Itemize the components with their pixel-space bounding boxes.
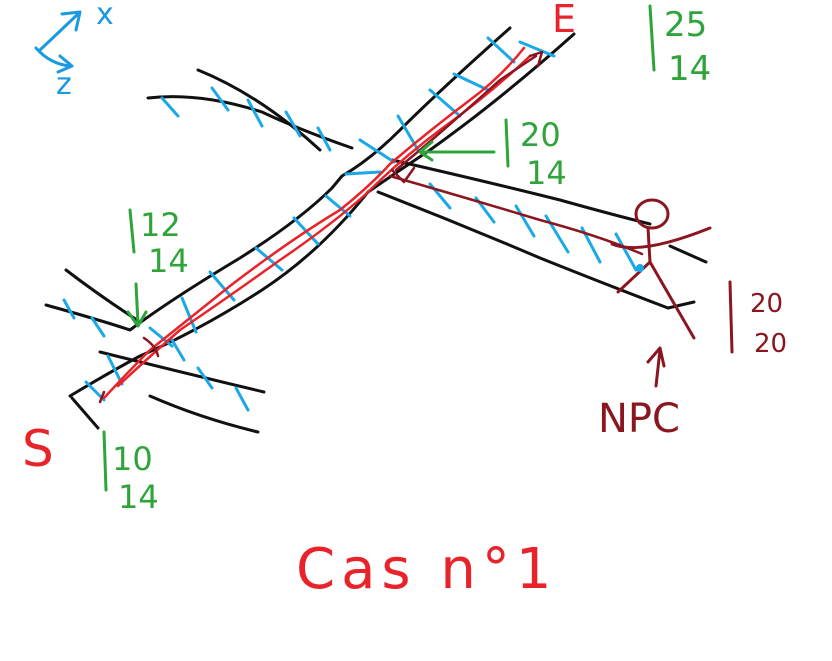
tile-marker bbox=[246, 98, 264, 128]
tile-marker bbox=[148, 326, 174, 348]
tile-marker bbox=[170, 338, 186, 362]
end-coord-bar bbox=[648, 4, 656, 72]
end-coord-x: 25 bbox=[664, 5, 707, 45]
npc-pointer-arrow-icon bbox=[646, 346, 666, 388]
npc-path bbox=[98, 50, 644, 404]
main-corridor-edge-top bbox=[44, 26, 512, 332]
tile-marker bbox=[358, 138, 396, 164]
junction-coord-z: 14 bbox=[526, 154, 567, 192]
tile-marker bbox=[210, 86, 230, 112]
tile-marker bbox=[196, 366, 214, 390]
right-branch-edge-top bbox=[390, 158, 652, 226]
junction-coord-bar bbox=[504, 118, 510, 168]
z-axis-label: z bbox=[56, 67, 72, 102]
corner-coord-x: 12 bbox=[140, 206, 181, 244]
tile-marker bbox=[614, 232, 638, 272]
start-coord-z: 14 bbox=[118, 478, 159, 516]
junction-coord-x: 20 bbox=[520, 116, 561, 154]
right-branch-end bbox=[666, 244, 708, 310]
tile-marker bbox=[180, 296, 198, 334]
tile-marker bbox=[452, 72, 490, 92]
corner-pointer-arrow-icon bbox=[126, 282, 148, 328]
tile-marker bbox=[234, 386, 250, 412]
tile-marker bbox=[324, 194, 352, 218]
tile-marker bbox=[90, 316, 106, 338]
npc-corner-mark bbox=[390, 166, 416, 184]
npc-coord-x: 20 bbox=[750, 289, 783, 319]
left-stub-edge-bottom bbox=[98, 350, 266, 434]
start-coord-x: 10 bbox=[112, 440, 153, 478]
case-title: Cas n°1 bbox=[296, 537, 558, 602]
end-label: E bbox=[552, 0, 576, 41]
npc-figure-icon bbox=[610, 198, 712, 340]
right-branch-edge-bottom bbox=[376, 190, 670, 310]
tile-marker bbox=[518, 40, 556, 58]
tile-marker bbox=[344, 170, 382, 176]
npc-position-dot bbox=[636, 264, 644, 272]
route-line-a bbox=[102, 46, 526, 400]
tile-marker bbox=[254, 246, 284, 272]
tile-marker bbox=[514, 204, 536, 238]
npc-coord-z: 20 bbox=[754, 329, 787, 359]
z-axis-arrow-icon bbox=[34, 46, 74, 74]
start-label: S bbox=[22, 420, 54, 478]
corner-coord-z: 14 bbox=[148, 242, 189, 280]
corner-coord-bar bbox=[128, 208, 136, 254]
npc-label: NPC bbox=[598, 396, 680, 442]
tile-marker bbox=[486, 36, 516, 64]
start-coord-bar bbox=[102, 430, 108, 492]
end-coord-z: 14 bbox=[668, 49, 711, 89]
tile-marker bbox=[106, 354, 124, 386]
junction-pointer-arrow-icon bbox=[418, 140, 496, 162]
upper-left-branch-edge-top bbox=[146, 95, 354, 150]
axes-indicator bbox=[34, 10, 82, 74]
upper-left-branch-edge-bottom bbox=[196, 68, 322, 152]
x-axis-label: x bbox=[96, 0, 114, 32]
coord-pointers bbox=[126, 140, 496, 328]
tile-marker bbox=[316, 126, 332, 152]
tile-marker bbox=[62, 298, 76, 320]
npc-route-return bbox=[388, 174, 644, 256]
tile-marker bbox=[284, 110, 302, 138]
corridor-outlines bbox=[44, 26, 708, 434]
main-corridor-edge-bottom bbox=[68, 32, 576, 430]
tile-marker bbox=[160, 96, 180, 118]
npc-route-line bbox=[394, 50, 544, 172]
npc-coord-bar bbox=[728, 280, 734, 354]
start-corner-mark bbox=[98, 336, 160, 404]
x-axis-arrow-icon bbox=[38, 10, 82, 52]
coord-bars bbox=[102, 4, 734, 492]
